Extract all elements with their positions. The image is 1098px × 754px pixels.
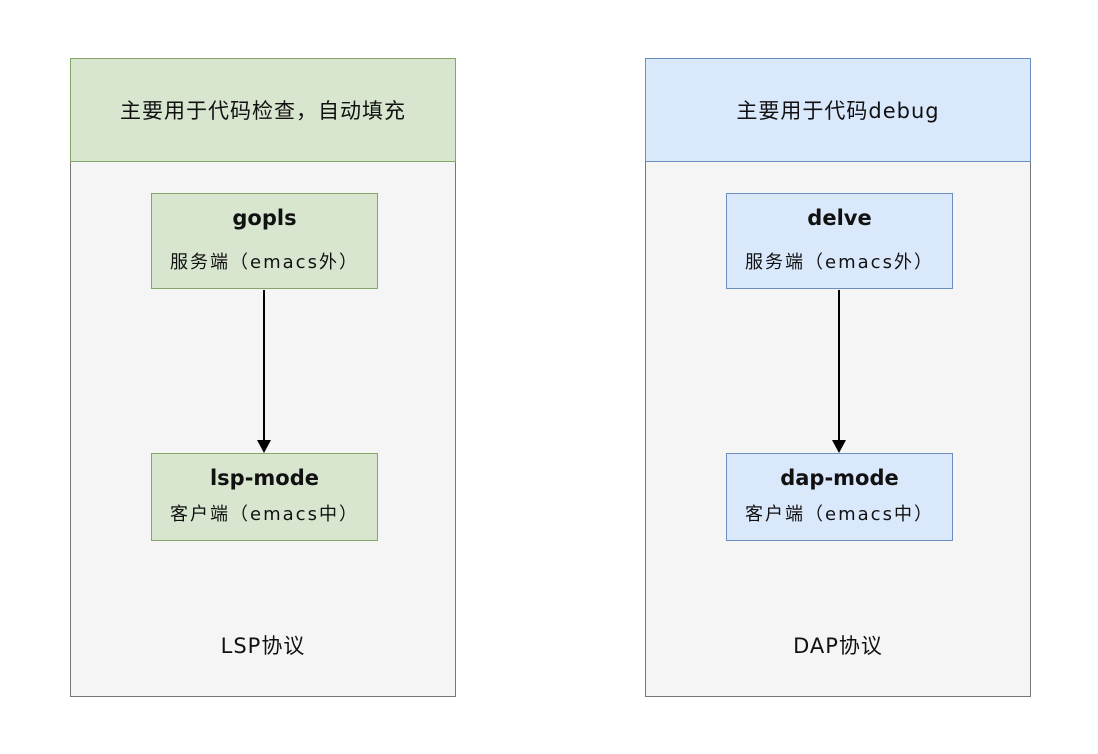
lsp-arrow-down bbox=[257, 290, 271, 453]
dap-footer-label: DAP协议 bbox=[793, 634, 883, 658]
lsp-server-node-subtitle: 服务端（emacs外） bbox=[170, 252, 359, 274]
lsp-client-node: lsp-mode 客户端（emacs中） bbox=[151, 453, 378, 541]
arrow-head-icon bbox=[832, 440, 846, 453]
arrow-line bbox=[263, 290, 265, 441]
dap-header: 主要用于代码debug bbox=[645, 58, 1031, 162]
lsp-footer-label: LSP协议 bbox=[220, 634, 306, 658]
dap-server-node-subtitle: 服务端（emacs外） bbox=[745, 252, 934, 274]
dap-server-node-title: delve bbox=[807, 206, 872, 230]
dap-client-node-title: dap-mode bbox=[780, 466, 899, 490]
lsp-server-node: gopls 服务端（emacs外） bbox=[151, 193, 378, 289]
lsp-client-node-title: lsp-mode bbox=[209, 466, 320, 490]
dap-header-label: 主要用于代码debug bbox=[736, 99, 940, 123]
dap-server-node: delve 服务端（emacs外） bbox=[726, 193, 953, 289]
arrow-line bbox=[838, 290, 840, 441]
dap-arrow-down bbox=[832, 290, 846, 453]
dap-client-node: dap-mode 客户端（emacs中） bbox=[726, 453, 953, 541]
dap-container: 主要用于代码debug delve 服务端（emacs外） dap-mode 客… bbox=[645, 58, 1031, 697]
lsp-client-node-subtitle: 客户端（emacs中） bbox=[170, 504, 359, 526]
arrow-head-icon bbox=[257, 440, 271, 453]
lsp-server-node-title: gopls bbox=[232, 206, 297, 230]
lsp-container: 主要用于代码检查，自动填充 gopls 服务端（emacs外） lsp-mode… bbox=[70, 58, 456, 697]
lsp-header-label: 主要用于代码检查，自动填充 bbox=[120, 99, 406, 123]
dap-client-node-subtitle: 客户端（emacs中） bbox=[745, 504, 934, 526]
lsp-header: 主要用于代码检查，自动填充 bbox=[70, 58, 456, 162]
